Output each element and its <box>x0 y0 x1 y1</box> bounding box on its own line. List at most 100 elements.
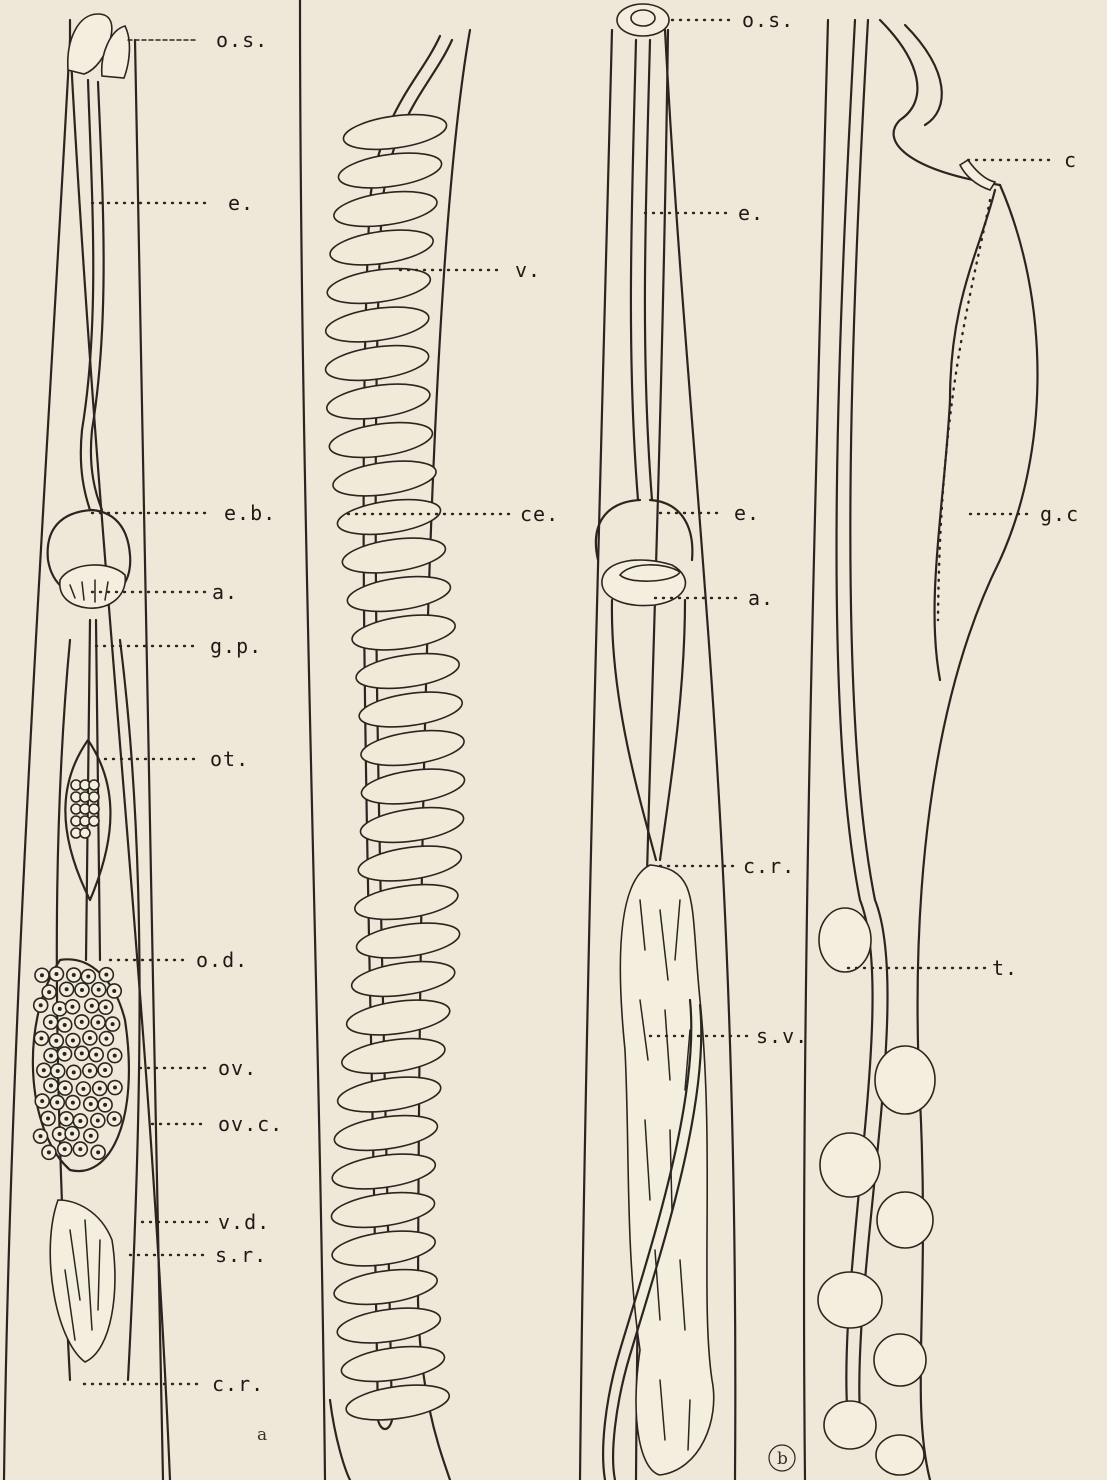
egg-capsule <box>330 1225 437 1271</box>
egg-capsule <box>328 224 435 270</box>
specimen-a-anterior-cell <box>60 565 126 608</box>
specimen-a-oral-sucker <box>68 14 130 78</box>
egg-capsule <box>340 1033 447 1079</box>
ovum-nucleus <box>42 1068 46 1072</box>
ovum-nucleus <box>88 1069 92 1073</box>
egg-capsule <box>345 571 452 617</box>
ovum-nucleus <box>80 1020 84 1024</box>
ovum-nucleus <box>65 987 69 991</box>
ovum-nucleus <box>63 1023 67 1027</box>
oocyte-cell <box>89 804 99 814</box>
egg-capsule <box>323 340 430 386</box>
specimen-right-gland <box>935 160 995 680</box>
ovum-nucleus <box>49 1020 53 1024</box>
ovum-nucleus <box>40 1099 44 1103</box>
egg-capsule <box>327 417 434 463</box>
labels-figure-a: o.s. e. e.b. a. g.p. ot. o.d. ov. ov.c. … <box>84 28 283 1396</box>
testis-lobe <box>818 1272 882 1328</box>
egg-capsule <box>325 378 432 424</box>
ovum-nucleus <box>103 1068 107 1072</box>
label-ot-a: ot. <box>210 747 249 771</box>
ovum-nucleus <box>111 1022 115 1026</box>
ovum-nucleus <box>89 1102 93 1106</box>
ovum-nucleus <box>64 1117 68 1121</box>
egg-capsule <box>359 763 466 809</box>
ovum-nucleus <box>104 1005 108 1009</box>
label-cr-a: c.r. <box>212 1372 264 1396</box>
ovum-nucleus <box>103 1103 107 1107</box>
ovum-nucleus <box>86 975 90 979</box>
label-gc-right: g.c <box>1040 502 1079 526</box>
label-ov-a: ov. <box>218 1056 257 1080</box>
egg-capsule <box>359 725 466 771</box>
egg-capsule <box>324 301 431 347</box>
ovum-nucleus <box>58 1132 62 1136</box>
label-sr-a: s.r. <box>215 1243 267 1267</box>
label-c-right: c <box>1064 148 1077 172</box>
ovum-nucleus <box>113 1054 117 1058</box>
label-t-right: t. <box>992 956 1018 980</box>
ovum-nucleus <box>96 1118 100 1122</box>
label-a-a: a. <box>212 580 238 604</box>
oocyte-cell <box>80 828 90 838</box>
egg-capsule <box>340 532 447 578</box>
ovum-nucleus <box>40 973 44 977</box>
oocyte-cell <box>89 780 99 790</box>
label-e-a: e. <box>228 191 254 215</box>
testis-lobe <box>874 1334 926 1386</box>
label-od-a: o.d. <box>196 948 248 972</box>
egg-capsule <box>339 1341 446 1387</box>
ovum-nucleus <box>88 1036 92 1040</box>
egg-capsule <box>350 609 457 655</box>
ovum-nucleus <box>72 1070 76 1074</box>
ovum-nucleus <box>56 1069 60 1073</box>
ovum-nucleus <box>71 1039 75 1043</box>
label-cr-b: c.r. <box>743 854 795 878</box>
label-sv-b: s.v. <box>756 1024 808 1048</box>
figure-mark-a: a <box>257 1425 267 1445</box>
egg-capsule <box>336 147 443 193</box>
ovum-nucleus <box>89 1134 93 1138</box>
egg-capsule <box>335 494 442 540</box>
ovum-nucleus <box>97 988 101 992</box>
ovum-nucleus <box>96 1150 100 1154</box>
label-ce-mid: ce. <box>520 502 559 526</box>
egg-capsule <box>356 840 463 886</box>
ovum-nucleus <box>47 990 51 994</box>
egg-capsule <box>341 109 448 155</box>
ovum-nucleus <box>98 1086 102 1090</box>
oocyte-cell <box>89 792 99 802</box>
ovum-nucleus <box>55 1100 59 1104</box>
ovum-nucleus <box>58 1007 62 1011</box>
label-a-b: a. <box>748 586 774 610</box>
ovum-nucleus <box>49 1084 53 1088</box>
ovum-nucleus <box>104 1037 108 1041</box>
labels-right: c g.c t. <box>848 148 1079 980</box>
testis-lobe <box>820 1133 880 1197</box>
ovum-nucleus <box>96 1020 100 1024</box>
egg-capsule <box>332 1264 439 1310</box>
figure-mark-b: b <box>777 1449 788 1469</box>
egg-capsule <box>349 956 456 1002</box>
ovum-nucleus <box>63 1147 67 1151</box>
ovum-nucleus <box>39 1003 43 1007</box>
specimen-b-oral-sucker <box>617 4 669 36</box>
vitelline-eggs <box>323 109 466 1426</box>
egg-capsule <box>344 1379 451 1425</box>
testis-lobe <box>875 1046 935 1114</box>
ovum-nucleus <box>54 972 58 976</box>
egg-capsule <box>344 994 451 1040</box>
label-e2-b: e. <box>734 501 760 525</box>
label-os-b: o.s. <box>742 8 794 32</box>
ovum-nucleus <box>70 1005 74 1009</box>
ovum-nucleus <box>54 1039 58 1043</box>
ovum-nucleus <box>39 1134 43 1138</box>
oocyte-cell <box>89 816 99 826</box>
ovum-nucleus <box>80 1051 84 1055</box>
ovum-nucleus <box>70 1132 74 1136</box>
ovum-nucleus <box>78 1147 82 1151</box>
ovum-nucleus <box>49 1054 53 1058</box>
label-os-a: o.s. <box>216 28 268 52</box>
testis-lobe <box>824 1401 876 1449</box>
